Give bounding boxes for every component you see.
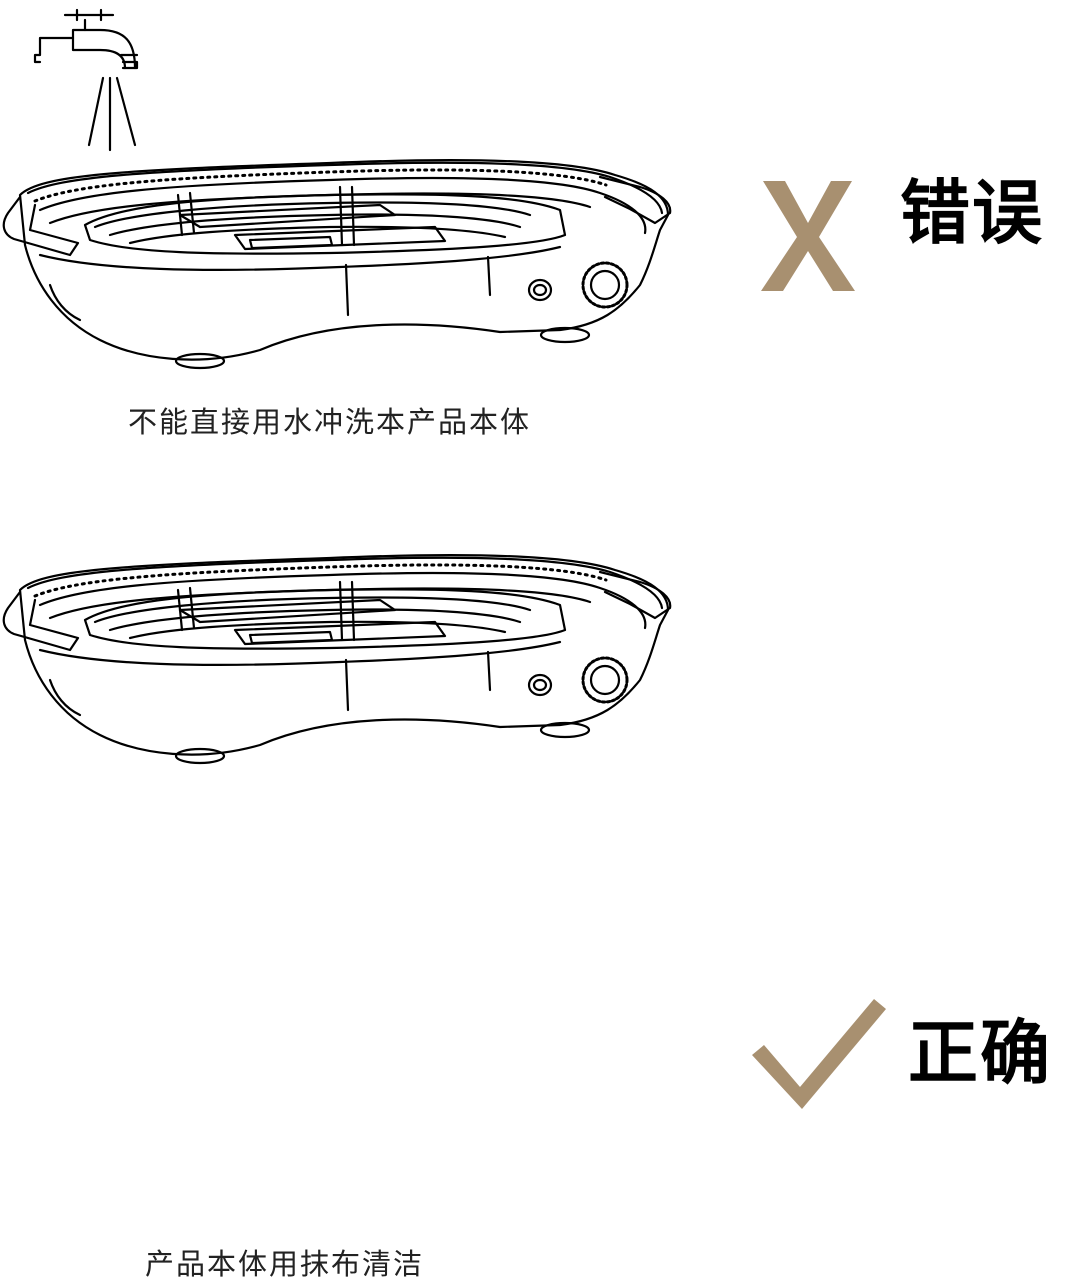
wrong-method-panel: 错误 不能直接用水冲洗本产品本体 [0, 0, 1079, 450]
grill-illustration [2, 158, 672, 370]
x-mark-icon [761, 181, 855, 291]
verdict-right-label: 正确 [908, 1012, 1052, 1094]
grill-illustration [2, 553, 672, 765]
caption-right: 产品本体用抹布清洁 [145, 1247, 425, 1281]
caption-wrong: 不能直接用水冲洗本产品本体 [128, 405, 532, 439]
right-method-panel: 正确 产品本体用抹布清洁 [0, 450, 1079, 1279]
check-mark-icon [752, 999, 886, 1109]
verdict-wrong-label: 错误 [900, 172, 1044, 254]
faucet-icon [33, 8, 139, 152]
